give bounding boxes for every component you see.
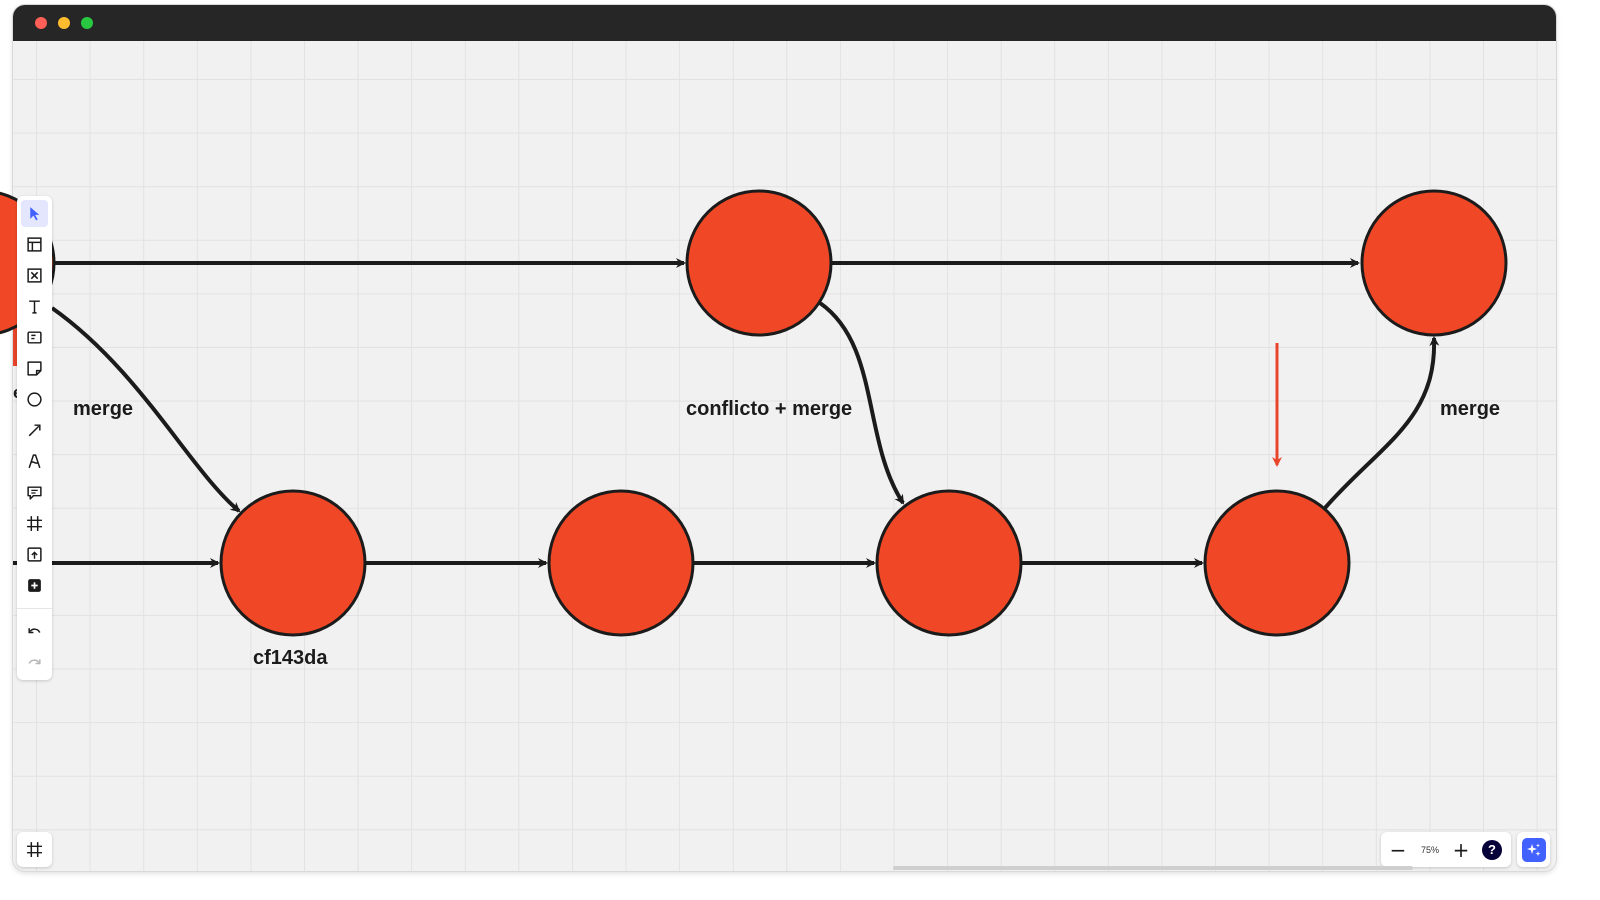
zoom-controls: − 75% + ? [1381,832,1511,867]
pen-icon[interactable] [21,448,48,475]
label-commit-hash[interactable]: cf143da [253,647,328,669]
undo-icon[interactable] [21,619,48,646]
maximize-window-button[interactable] [81,17,93,29]
upload-icon[interactable] [21,541,48,568]
frames-panel-button[interactable] [17,832,52,867]
image-placeholder-icon[interactable] [21,262,48,289]
zoom-level-display[interactable]: 75% [1420,844,1439,855]
arrow-conflict-merge[interactable] [818,301,905,505]
card-icon[interactable] [21,324,48,351]
commit-node-top-2[interactable] [1360,189,1508,337]
commit-node-bottom-3[interactable] [875,489,1023,637]
more-apps-icon[interactable] [21,572,48,599]
title-bar [13,5,1556,41]
frame-icon[interactable] [21,510,48,537]
commit-node-bottom-4[interactable] [1203,489,1351,637]
comment-icon[interactable] [21,479,48,506]
arrow-merge-right[interactable] [1323,336,1440,510]
horizontal-scrollbar[interactable] [893,866,1413,870]
label-merge-right[interactable]: merge [1440,398,1500,420]
zoom-out-button[interactable]: − [1389,837,1407,862]
sparkle-icon [1521,837,1546,862]
shape-icon[interactable] [21,386,48,413]
label-merge-left[interactable]: merge [73,398,133,420]
commit-node-top-1[interactable] [685,189,833,337]
templates-icon[interactable] [21,231,48,258]
zoom-in-button[interactable]: + [1452,837,1470,862]
commit-node-bottom-2[interactable] [547,489,695,637]
label-conflict-merge[interactable]: conflicto + merge [686,398,852,420]
redo-icon[interactable] [21,650,48,677]
app-window: e [13,5,1556,871]
text-icon[interactable] [21,293,48,320]
help-icon: ? [1482,839,1502,860]
commit-node-bottom-1[interactable] [219,489,367,637]
frame-icon [27,842,42,857]
ai-assist-button[interactable] [1517,832,1550,867]
help-button[interactable]: ? [1481,832,1503,867]
connection-line-icon[interactable] [21,417,48,444]
arrow-merge-left[interactable] [50,306,241,513]
creation-toolbar [17,196,52,680]
whiteboard-canvas[interactable]: e [13,41,1556,871]
sticky-note-icon[interactable] [21,355,48,382]
close-window-button[interactable] [35,17,47,29]
toolbar-divider [17,608,52,609]
minimize-window-button[interactable] [58,17,70,29]
select-icon[interactable] [21,200,48,227]
